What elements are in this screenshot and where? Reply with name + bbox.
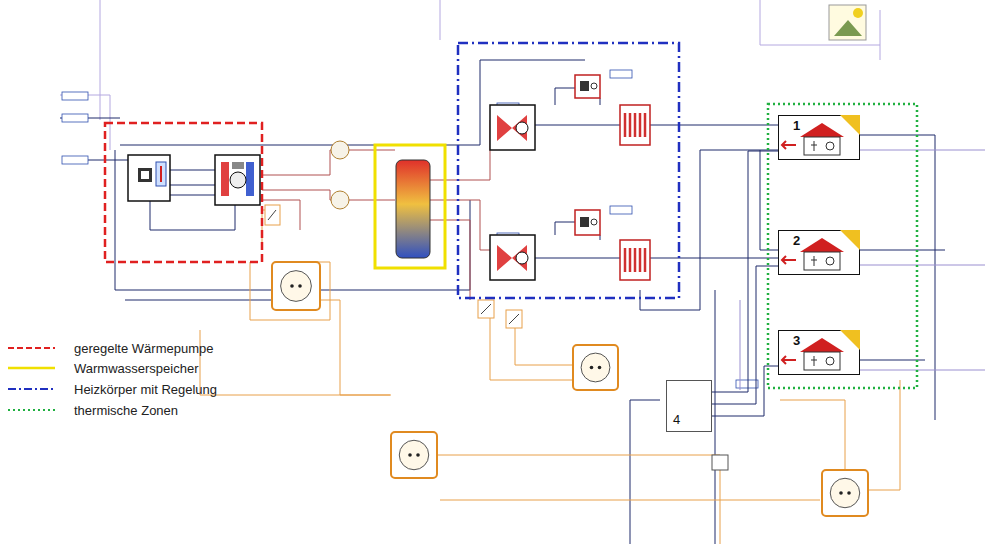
zone-number: 1 [793, 118, 800, 133]
thermal-zone: 3 [778, 330, 860, 375]
legend-row: Warmwasserspeicher [60, 361, 199, 376]
thermal-zone: 2 [778, 230, 860, 275]
zone-icon [778, 115, 860, 160]
legend-row: thermische Zonen [60, 403, 178, 418]
legend-row: geregelte Wärmepumpe [60, 341, 213, 356]
legend-text: geregelte Wärmepumpe [74, 341, 213, 356]
signal-connector [712, 151, 778, 392]
legend-row: Heizkörper mit Regelung [60, 382, 217, 397]
legend-text: thermische Zonen [74, 403, 178, 418]
thermal-zone: 1 [778, 115, 860, 160]
legend-text: Heizkörper mit Regelung [74, 382, 217, 397]
legend-text: Warmwasserspeicher [74, 361, 199, 376]
aggregation-block: 4 [666, 380, 712, 432]
zone-number: 3 [793, 333, 800, 348]
zone-icon [778, 330, 860, 375]
signal-connector [712, 366, 778, 416]
block-number: 4 [673, 412, 680, 427]
zone-icon [778, 230, 860, 275]
zone-number: 2 [793, 233, 800, 248]
signal-connector [712, 266, 778, 404]
